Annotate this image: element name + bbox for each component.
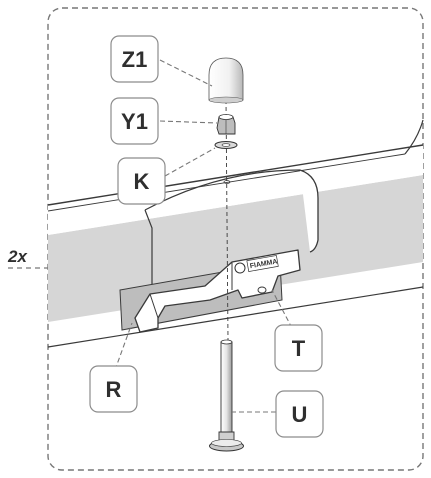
- leader-t: [271, 289, 293, 329]
- bracket-fold-line: [149, 262, 233, 319]
- assembly-axis: [225, 99, 229, 341]
- leader-z1: [159, 59, 213, 87]
- bracket-hole: [257, 286, 267, 294]
- tube-hole: [223, 180, 231, 184]
- bolt-u-shaft: [220, 341, 233, 439]
- label-y1: Y1: [121, 109, 148, 134]
- leader-y1: [159, 120, 218, 124]
- label-box-k: K: [117, 157, 166, 205]
- quantity-label: 2x: [7, 247, 28, 266]
- washer-k-hole: [221, 143, 231, 147]
- tube-body: [48, 145, 423, 235]
- cap-z1-base: [208, 96, 244, 104]
- tube-top-edge: [47, 144, 424, 206]
- label-t: T: [292, 336, 306, 361]
- label-box-u: U: [275, 390, 324, 438]
- cap-z1: [208, 57, 244, 101]
- bolt-u-shaft-top: [220, 339, 233, 345]
- tube-end-curve: [404, 119, 424, 155]
- grey-rail-band: [48, 175, 423, 322]
- label-box-z1: Z1: [110, 35, 159, 83]
- label-z1: Z1: [122, 47, 148, 72]
- label-box-r: R: [89, 365, 138, 413]
- label-box-t: T: [274, 324, 323, 372]
- label-r: R: [106, 377, 122, 402]
- label-k: K: [134, 169, 150, 194]
- bracket-logo: FIAMMA: [234, 255, 279, 274]
- leader-k: [164, 147, 216, 177]
- bolt-u-head-top: [211, 439, 242, 447]
- label-u: U: [292, 402, 308, 427]
- tube-top-edge-2: [47, 153, 406, 212]
- label-box-y1: Y1: [110, 97, 159, 145]
- sleeve-right: [299, 169, 319, 253]
- leader-r: [114, 322, 133, 371]
- band-bottom-edge: [47, 286, 424, 348]
- bracket-t: [134, 249, 301, 333]
- bracket-brand-text: FIAMMA: [249, 258, 278, 270]
- nut-y1-top: [218, 114, 234, 120]
